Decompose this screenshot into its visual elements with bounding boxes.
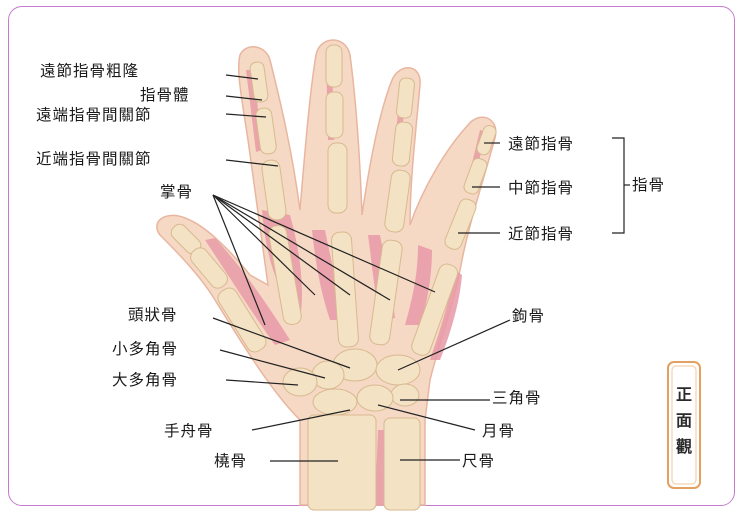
label-phalanx-body: 指骨體 <box>140 86 190 104</box>
view-badge-text: 正面觀 <box>675 385 692 456</box>
label-trapezoid: 小多角骨 <box>112 340 179 358</box>
label-middle-phalanx: 中節指骨 <box>508 179 575 197</box>
label-phalanges-group: 指骨 <box>632 176 666 194</box>
label-hamate: 鉤骨 <box>512 307 546 325</box>
bones <box>170 44 497 511</box>
label-distal-phalanx: 遠節指骨 <box>508 135 575 153</box>
view-badge <box>667 361 701 489</box>
label-triquetrum: 三角骨 <box>492 389 542 407</box>
label-scaphoid: 手舟骨 <box>164 422 214 440</box>
label-radius: 橈骨 <box>214 452 248 470</box>
phalanges-bracket <box>612 137 625 234</box>
label-distal-tuberosity: 遠節指骨粗隆 <box>40 62 140 80</box>
label-ulna: 尺骨 <box>462 452 496 470</box>
label-dip-joint: 遠端指骨間關節 <box>36 106 152 124</box>
label-lunate: 月骨 <box>482 422 516 440</box>
label-capitate: 頭狀骨 <box>128 306 178 324</box>
label-proximal-phalanx: 近節指骨 <box>508 225 575 243</box>
label-trapezium: 大多角骨 <box>112 371 179 389</box>
label-metacarpals: 掌骨 <box>160 183 194 201</box>
leader-lines <box>212 74 511 462</box>
label-pip-joint: 近端指骨間關節 <box>36 150 152 168</box>
